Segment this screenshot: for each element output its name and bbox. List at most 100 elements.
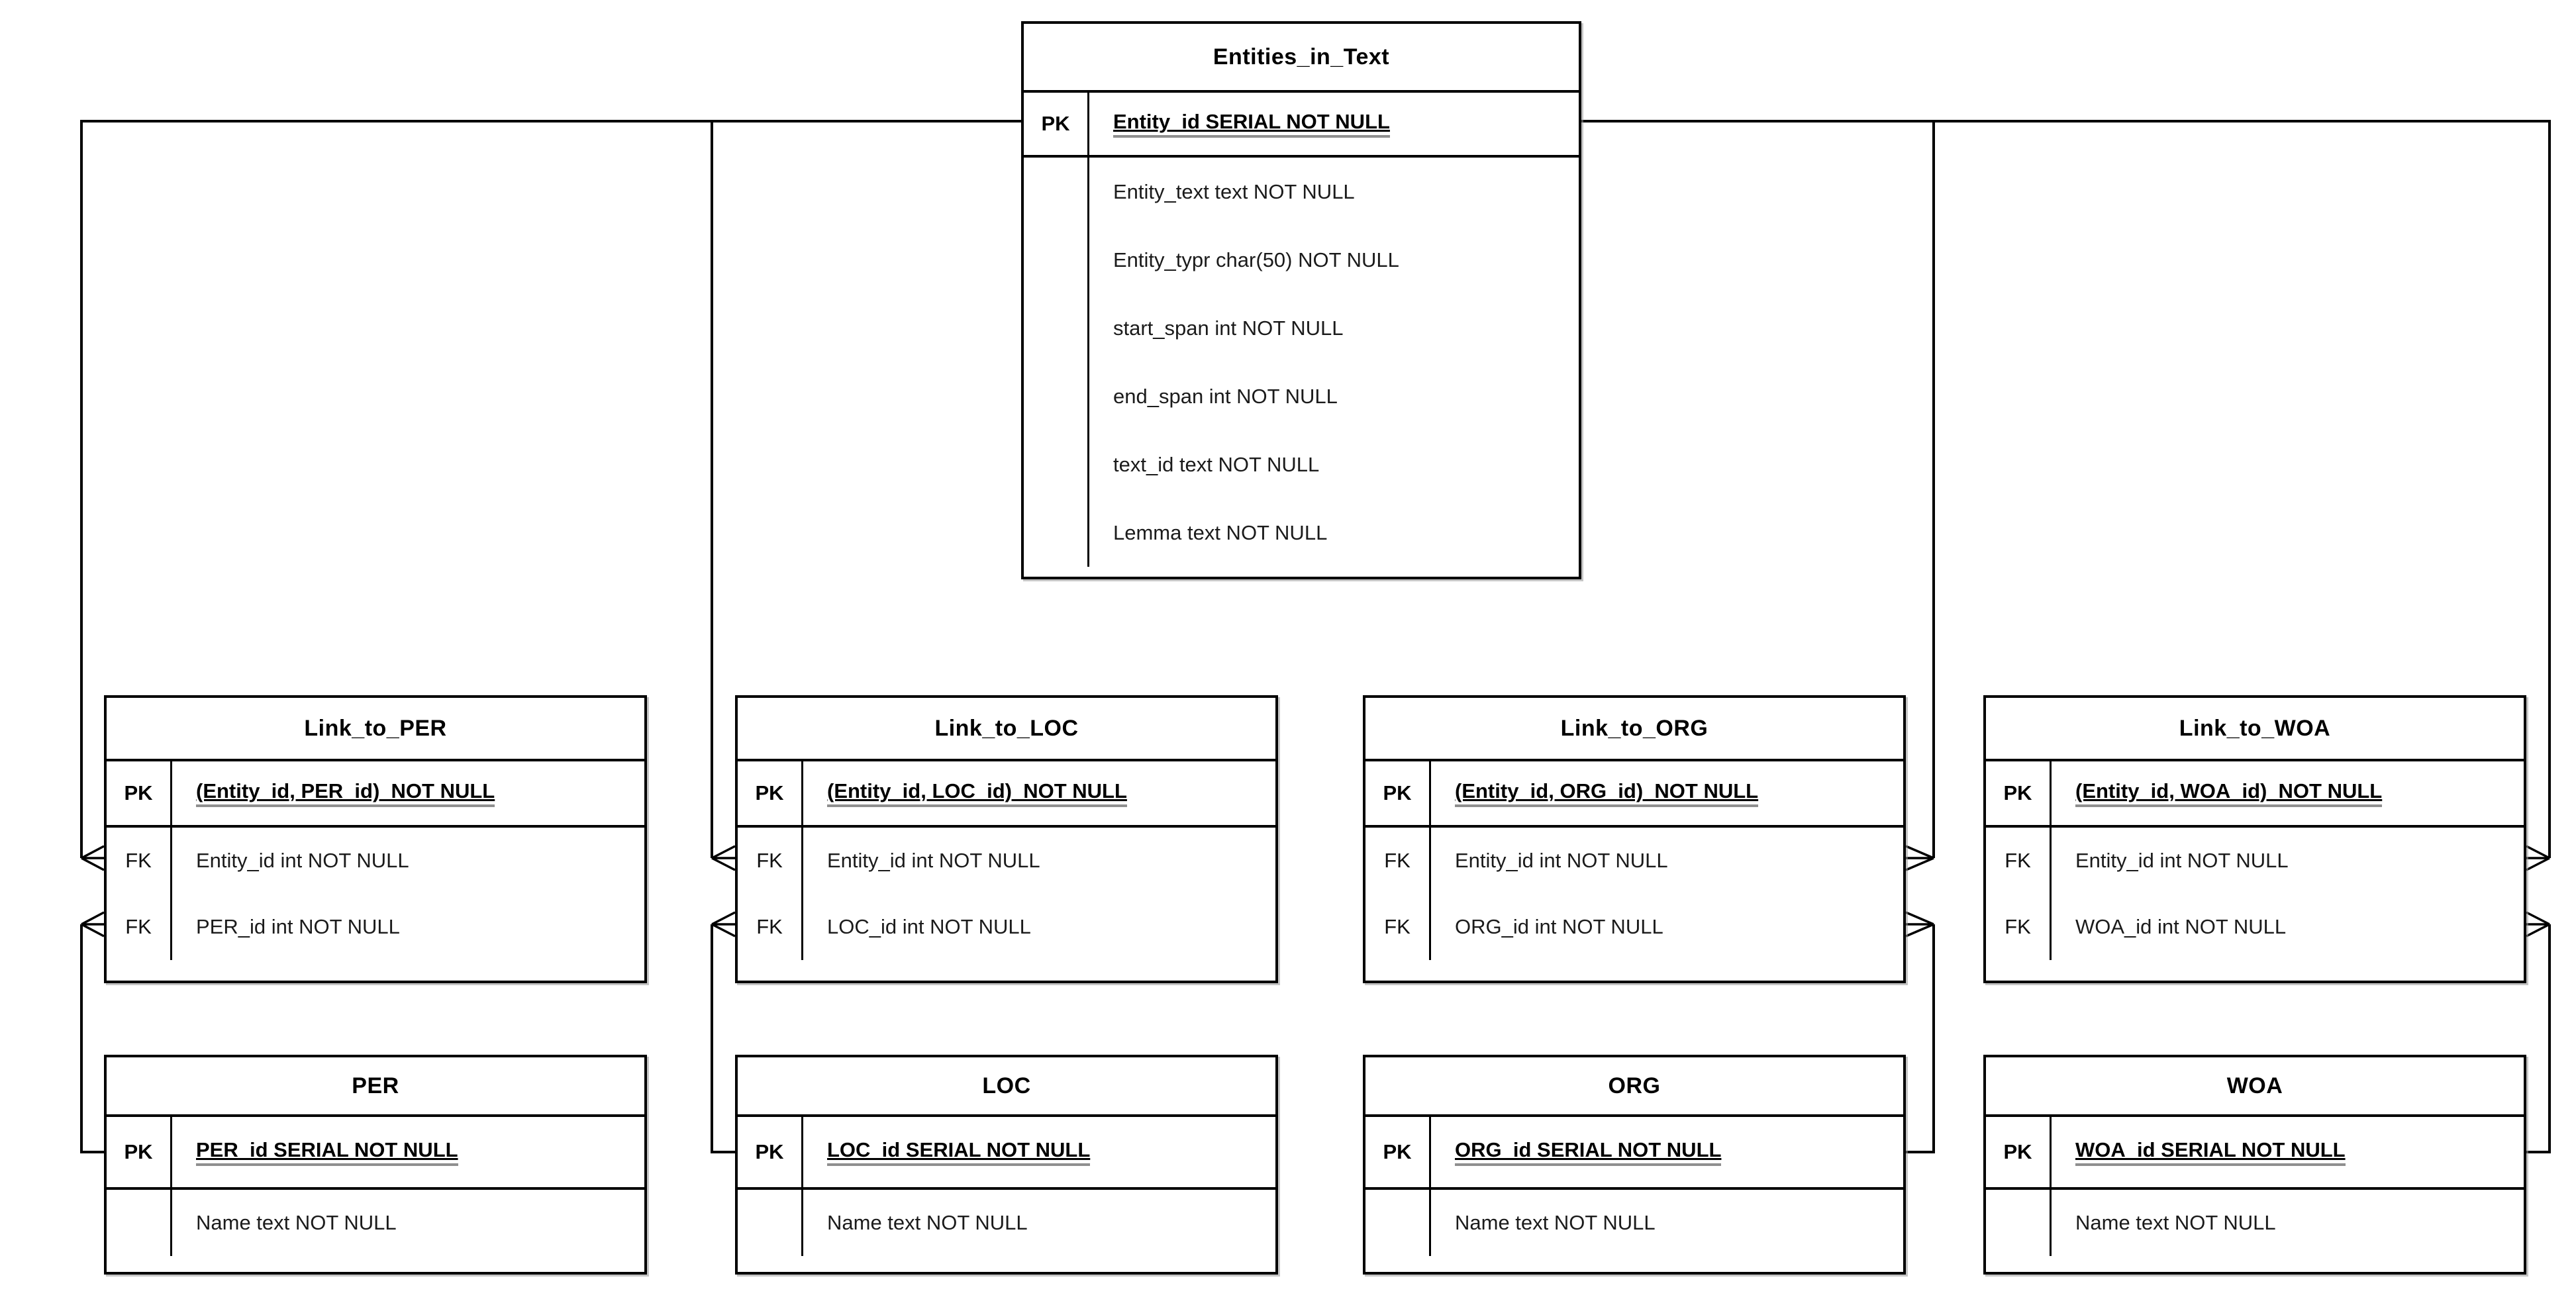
pk-label: PK (738, 761, 803, 825)
wire-loc-to-link-loc (711, 924, 735, 1153)
row-key (1024, 430, 1089, 499)
row-field: Lemma text NOT NULL (1113, 520, 1328, 544)
pk-field-text: WOA_id SERIAL NOT NULL (2075, 1138, 2346, 1166)
pk-field-text: (Entity_id, WOA_id) NOT NULL (2075, 779, 2383, 807)
fk-label: FK (107, 894, 172, 960)
field-row: FK Entity_id int NOT NULL (1986, 828, 2524, 894)
wire-entities-to-link-per (80, 120, 1021, 858)
field-row: FK PER_id int NOT NULL (107, 894, 644, 960)
field-row: Entity_typr char(50) NOT NULL (1024, 226, 1579, 294)
field-row: Name text NOT NULL (1986, 1190, 2524, 1256)
field-row: Entity_text text NOT NULL (1024, 158, 1579, 226)
row-key (1365, 1190, 1431, 1256)
crowfoot-icon-link-per-entity-id (81, 845, 105, 871)
pk-field: LOC_id SERIAL NOT NULL (803, 1117, 1091, 1187)
pk-label: PK (1986, 1117, 2052, 1187)
pk-field-text: Entity_id SERIAL NOT NULL (1113, 110, 1390, 138)
row-key (1024, 158, 1089, 226)
table-title: Link_to_LOC (738, 698, 1275, 761)
row-field: WOA_id int NOT NULL (2075, 915, 2287, 938)
pk-field: ORG_id SERIAL NOT NULL (1431, 1117, 1722, 1187)
field-row: FK ORG_id int NOT NULL (1365, 894, 1903, 960)
field-row: text_id text NOT NULL (1024, 430, 1579, 499)
crowfoot-icon-link-loc-entity-id (711, 845, 736, 871)
pk-field: (Entity_id, ORG_id) NOT NULL (1431, 761, 1759, 825)
wire-entities-to-link-woa (1581, 120, 2551, 858)
wire-per-to-link-per (80, 924, 104, 1153)
pk-label: PK (738, 1117, 803, 1187)
row-key (1024, 362, 1089, 430)
table-link-to-org: Link_to_ORG PK (Entity_id, ORG_id) NOT N… (1363, 695, 1906, 983)
fk-label: FK (1365, 828, 1431, 894)
fk-label: FK (1986, 828, 2052, 894)
row-field: Entity_id int NOT NULL (1455, 849, 1668, 872)
pk-field-text: (Entity_id, ORG_id) NOT NULL (1455, 779, 1759, 807)
table-title: Entities_in_Text (1024, 24, 1579, 93)
field-row: FK Entity_id int NOT NULL (738, 828, 1275, 894)
pk-label: PK (1024, 93, 1089, 155)
row-field: Name text NOT NULL (196, 1211, 397, 1234)
row-key (1024, 294, 1089, 362)
pk-field-text: (Entity_id, LOC_id) NOT NULL (827, 779, 1127, 807)
row-key (1024, 226, 1089, 294)
crowfoot-icon-link-per-per-id (81, 911, 105, 938)
row-field: Name text NOT NULL (2075, 1211, 2276, 1234)
crowfoot-icon-link-woa-woa-id (2526, 911, 2550, 938)
table-title: Link_to_ORG (1365, 698, 1903, 761)
row-field: Name text NOT NULL (1455, 1211, 1656, 1234)
field-row: Name text NOT NULL (1365, 1190, 1903, 1256)
row-field: LOC_id int NOT NULL (827, 915, 1031, 938)
pk-label: PK (1365, 1117, 1431, 1187)
pk-row: PK PER_id SERIAL NOT NULL (107, 1117, 644, 1190)
field-row: start_span int NOT NULL (1024, 294, 1579, 362)
crowfoot-icon-link-woa-entity-id (2526, 845, 2550, 871)
fk-label: FK (738, 894, 803, 960)
row-key (107, 1190, 172, 1256)
pk-field: Entity_id SERIAL NOT NULL (1089, 93, 1390, 155)
pk-field: (Entity_id, LOC_id) NOT NULL (803, 761, 1127, 825)
table-link-to-woa: Link_to_WOA PK (Entity_id, WOA_id) NOT N… (1983, 695, 2526, 983)
field-row: FK LOC_id int NOT NULL (738, 894, 1275, 960)
row-key (738, 1190, 803, 1256)
crowfoot-icon-link-org-org-id (1905, 911, 1934, 938)
field-row: Name text NOT NULL (738, 1190, 1275, 1256)
pk-label: PK (107, 1117, 172, 1187)
pk-row: PK WOA_id SERIAL NOT NULL (1986, 1117, 2524, 1190)
row-field: Entity_text text NOT NULL (1113, 179, 1355, 203)
pk-field: WOA_id SERIAL NOT NULL (2052, 1117, 2346, 1187)
pk-field-text: PER_id SERIAL NOT NULL (196, 1138, 458, 1166)
table-org: ORG PK ORG_id SERIAL NOT NULL Name text … (1363, 1055, 1906, 1275)
table-woa: WOA PK WOA_id SERIAL NOT NULL Name text … (1983, 1055, 2526, 1275)
pk-field-text: (Entity_id, PER_id) NOT NULL (196, 779, 495, 807)
field-row: FK Entity_id int NOT NULL (107, 828, 644, 894)
pk-row: PK LOC_id SERIAL NOT NULL (738, 1117, 1275, 1190)
wire-woa-to-link-woa (2526, 924, 2551, 1153)
pk-row: PK (Entity_id, ORG_id) NOT NULL (1365, 761, 1903, 828)
table-title: LOC (738, 1057, 1275, 1117)
row-key (1986, 1190, 2052, 1256)
pk-label: PK (1986, 761, 2052, 825)
row-field: Name text NOT NULL (827, 1211, 1028, 1234)
pk-row: PK (Entity_id, LOC_id) NOT NULL (738, 761, 1275, 828)
table-title: PER (107, 1057, 644, 1117)
table-title: ORG (1365, 1057, 1903, 1117)
field-row: FK WOA_id int NOT NULL (1986, 894, 2524, 960)
table-per: PER PK PER_id SERIAL NOT NULL Name text … (104, 1055, 647, 1275)
table-link-to-loc: Link_to_LOC PK (Entity_id, LOC_id) NOT N… (735, 695, 1278, 983)
pk-row: PK (Entity_id, WOA_id) NOT NULL (1986, 761, 2524, 828)
pk-field-text: LOC_id SERIAL NOT NULL (827, 1138, 1091, 1166)
fk-label: FK (107, 828, 172, 894)
row-field: Entity_id int NOT NULL (2075, 849, 2289, 872)
table-entities-in-text: Entities_in_Text PK Entity_id SERIAL NOT… (1021, 21, 1581, 579)
pk-field: (Entity_id, WOA_id) NOT NULL (2052, 761, 2383, 825)
row-field: Entity_id int NOT NULL (196, 849, 409, 872)
pk-row: PK Entity_id SERIAL NOT NULL (1024, 93, 1579, 158)
table-title: WOA (1986, 1057, 2524, 1117)
crowfoot-icon-link-loc-loc-id (711, 911, 736, 938)
pk-row: PK ORG_id SERIAL NOT NULL (1365, 1117, 1903, 1190)
pk-field-text: ORG_id SERIAL NOT NULL (1455, 1138, 1722, 1166)
wire-org-to-link-org (1906, 924, 1935, 1153)
field-row: Lemma text NOT NULL (1024, 499, 1579, 567)
table-title: Link_to_WOA (1986, 698, 2524, 761)
